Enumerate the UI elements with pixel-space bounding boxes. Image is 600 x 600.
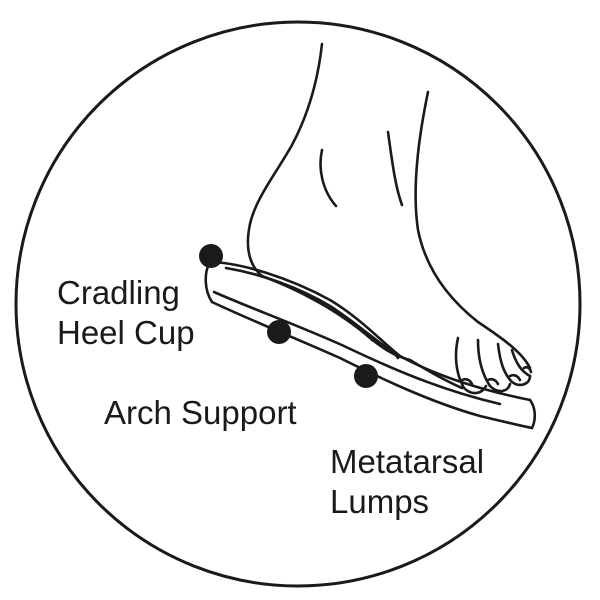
metatarsal-marker	[354, 364, 378, 388]
heel-cup-label-line1: Cradling	[57, 273, 195, 313]
heel-cup-label: Cradling Heel Cup	[57, 273, 195, 353]
heel-cup-label-line2: Heel Cup	[57, 313, 195, 353]
arch-support-marker	[267, 320, 291, 344]
metatarsal-label-line2: Lumps	[330, 482, 484, 522]
metatarsal-label: Metatarsal Lumps	[330, 442, 484, 522]
arch-support-label: Arch Support	[104, 393, 297, 433]
metatarsal-label-line1: Metatarsal	[330, 442, 484, 482]
arch-support-label-line1: Arch Support	[104, 393, 297, 433]
heel-cup-marker	[199, 244, 223, 268]
